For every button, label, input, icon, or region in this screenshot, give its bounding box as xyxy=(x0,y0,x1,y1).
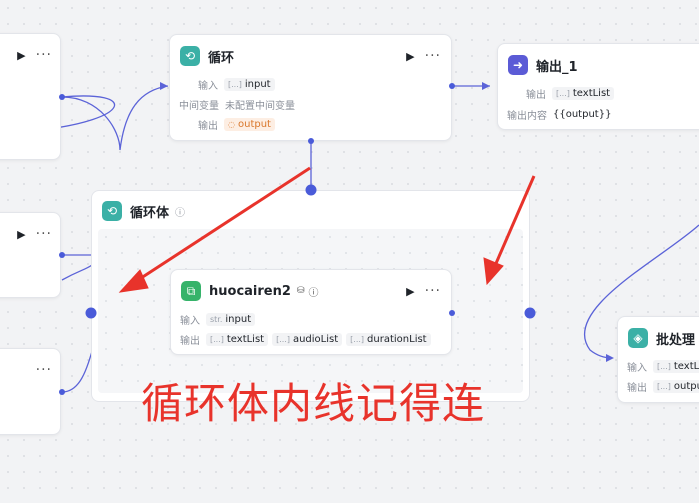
loop-body-icon: ⟲ xyxy=(102,201,122,221)
left-node-1[interactable]: ▶ ··· xyxy=(0,33,61,160)
edge-left2-curve xyxy=(61,264,93,281)
output-node-title: 输出_1 xyxy=(536,59,578,75)
info-icon[interactable]: ⓘ xyxy=(175,207,186,219)
huocairen-input-row: 输入 str.input xyxy=(180,310,259,328)
left-node-3[interactable]: ··· xyxy=(0,348,61,435)
huocairen-output-tag: [...]durationList xyxy=(346,332,431,346)
batch-icon: ◈ xyxy=(628,328,648,348)
output-content-row: 输出内容 {{output}} xyxy=(507,108,612,122)
more-icon[interactable]: ··· xyxy=(35,362,52,378)
huocairen-output-row: 输出 [...]textList [...]audioList [...]dur… xyxy=(180,330,435,348)
batch-node-title: 批处理 xyxy=(656,332,696,348)
huocairen-output-tag: [...]audioList xyxy=(272,332,343,346)
huocairen-output-tag: [...]textList xyxy=(206,332,269,346)
edge-left-node-loop xyxy=(61,85,169,151)
plugin-icon: ⧉ xyxy=(181,281,201,301)
database-icon: ⛁ xyxy=(296,286,305,296)
annotation-text: 循环体内线记得连 xyxy=(141,379,486,428)
play-icon[interactable]: ▶ xyxy=(17,48,26,62)
loop-output-tag: ◌output xyxy=(224,117,275,131)
more-icon[interactable]: ··· xyxy=(424,48,441,64)
play-icon[interactable]: ▶ xyxy=(406,49,415,63)
huocairen-input-tag: str.input xyxy=(206,312,256,326)
loop-icon: ⟲ xyxy=(180,46,200,66)
output-tag: [...]textList xyxy=(552,86,615,100)
output-node[interactable]: ➜ 输出_1 输出 [...]textList 输出内容 {{output}} xyxy=(497,43,699,130)
batch-input-row: 输入 [...]textList xyxy=(627,357,699,375)
huocairen-node-title: huocairen2 xyxy=(209,283,291,299)
batch-output-row: 输出 [...]output xyxy=(627,377,699,395)
batch-node[interactable]: ◈ 批处理 输入 [...]textList 输出 [...]output xyxy=(617,316,699,403)
more-icon[interactable]: ··· xyxy=(424,283,441,299)
loop-input-row: 输入 [...]input xyxy=(198,75,279,93)
loop-body-title: 循环体 xyxy=(130,205,170,221)
left-node-2[interactable]: ▶ ··· xyxy=(0,212,61,298)
output-row: 输出 [...]textList xyxy=(526,84,618,102)
output-icon: ➜ xyxy=(508,55,528,75)
loop-node-title: 循环 xyxy=(208,50,235,66)
play-icon[interactable]: ▶ xyxy=(17,227,26,241)
batch-output-tag: [...]output xyxy=(653,379,699,393)
loop-node[interactable]: ⟲ 循环 ▶ ··· 输入 [...]input 中间变量 未配置中间变量 输出… xyxy=(169,34,452,141)
huocairen-node[interactable]: ⧉ huocairen2 ⛁ ⓘ ▶ ··· 输入 str.input 输出 [… xyxy=(170,269,452,355)
play-icon[interactable]: ▶ xyxy=(406,284,415,298)
loop-output-row: 输出 ◌output xyxy=(198,115,279,133)
info-icon[interactable]: ⓘ xyxy=(308,287,319,299)
batch-input-tag: [...]textList xyxy=(653,359,699,373)
more-icon[interactable]: ··· xyxy=(35,226,52,242)
more-icon[interactable]: ··· xyxy=(35,47,52,63)
loop-input-tag: [...]input xyxy=(224,77,275,91)
loop-mid-row: 中间变量 未配置中间变量 xyxy=(179,100,295,112)
